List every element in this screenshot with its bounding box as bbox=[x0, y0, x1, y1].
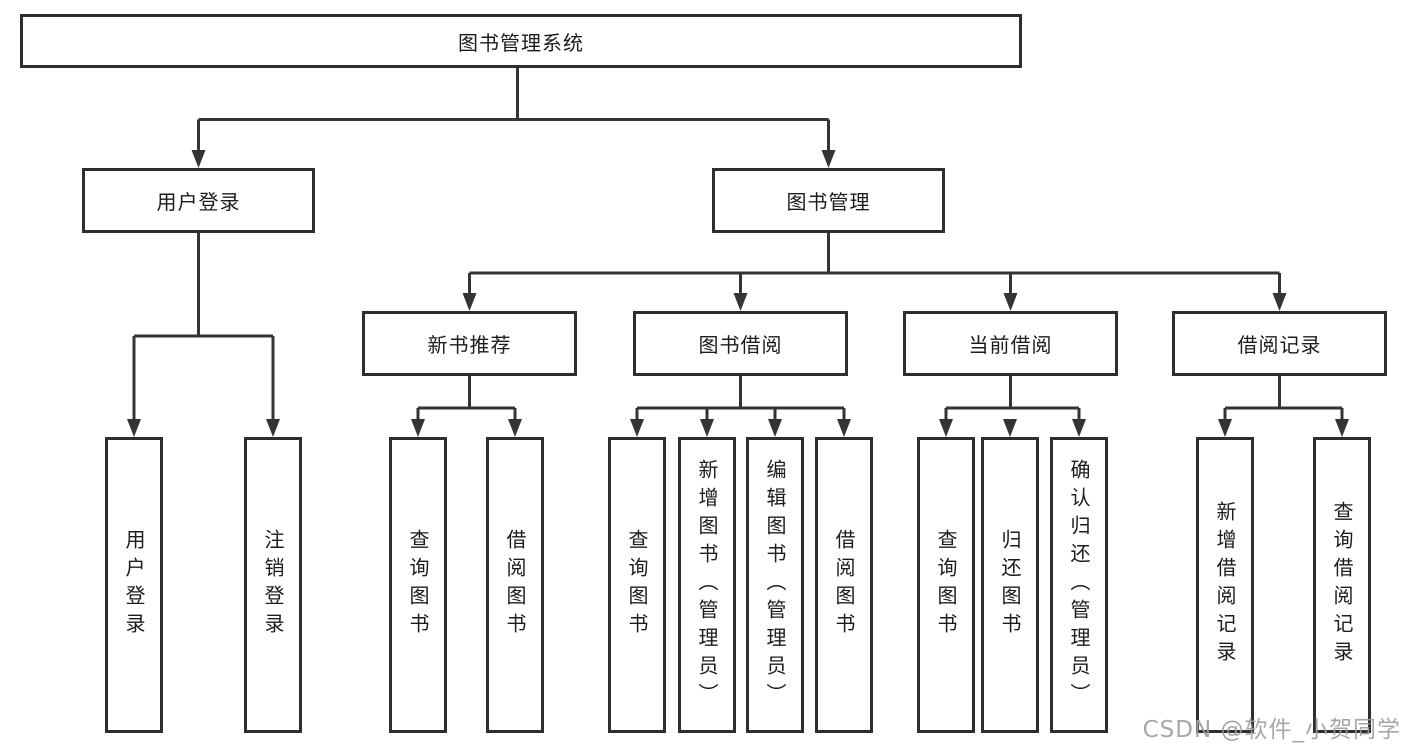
node-book-borrowing: 图书借阅 bbox=[633, 311, 848, 376]
leaf-return-books: 归还图书 bbox=[981, 437, 1039, 733]
leaf-user-login: 用户登录 bbox=[105, 437, 163, 733]
node-borrow-records: 借阅记录 bbox=[1172, 311, 1387, 376]
leaf-query-books-borrow-label: 查询图书 bbox=[625, 529, 649, 641]
leaf-add-books-admin: 新增图书（管理员） bbox=[678, 437, 736, 733]
leaf-add-borrow-record-label: 新增借阅记录 bbox=[1213, 501, 1237, 669]
leaf-borrow-books: 借阅图书 bbox=[815, 437, 873, 733]
leaf-edit-books-admin-label: 编辑图书（管理员） bbox=[763, 459, 787, 711]
leaf-confirm-return-admin-label: 确认归还（管理员） bbox=[1067, 459, 1091, 711]
leaf-query-books-current: 查询图书 bbox=[917, 437, 975, 733]
leaf-add-borrow-record: 新增借阅记录 bbox=[1196, 437, 1254, 733]
leaf-add-books-admin-label: 新增图书（管理员） bbox=[695, 459, 719, 711]
leaf-borrow-books-newbook: 借阅图书 bbox=[486, 437, 544, 733]
leaf-query-books-newbook-label: 查询图书 bbox=[406, 529, 430, 641]
leaf-query-borrow-record-label: 查询借阅记录 bbox=[1330, 501, 1354, 669]
leaf-query-books-newbook: 查询图书 bbox=[389, 437, 447, 733]
node-library-system: 图书管理系统 bbox=[20, 14, 1022, 68]
leaf-edit-books-admin: 编辑图书（管理员） bbox=[746, 437, 804, 733]
node-book-management: 图书管理 bbox=[712, 168, 945, 233]
leaf-query-books-current-label: 查询图书 bbox=[934, 529, 958, 641]
node-current-borrowing: 当前借阅 bbox=[903, 311, 1118, 376]
node-new-book-recommend: 新书推荐 bbox=[362, 311, 577, 376]
leaf-borrow-books-label: 借阅图书 bbox=[832, 529, 856, 641]
leaf-return-books-label: 归还图书 bbox=[998, 529, 1022, 641]
csdn-watermark: CSDN @软件_小贺同学 bbox=[1142, 717, 1401, 743]
leaf-logout-label: 注销登录 bbox=[261, 529, 285, 641]
leaf-logout: 注销登录 bbox=[244, 437, 302, 733]
leaf-user-login-label: 用户登录 bbox=[122, 529, 146, 641]
leaf-confirm-return-admin: 确认归还（管理员） bbox=[1050, 437, 1108, 733]
node-user-login: 用户登录 bbox=[82, 168, 315, 233]
leaf-borrow-books-newbook-label: 借阅图书 bbox=[503, 529, 527, 641]
leaf-query-books-borrow: 查询图书 bbox=[608, 437, 666, 733]
leaf-query-borrow-record: 查询借阅记录 bbox=[1313, 437, 1371, 733]
